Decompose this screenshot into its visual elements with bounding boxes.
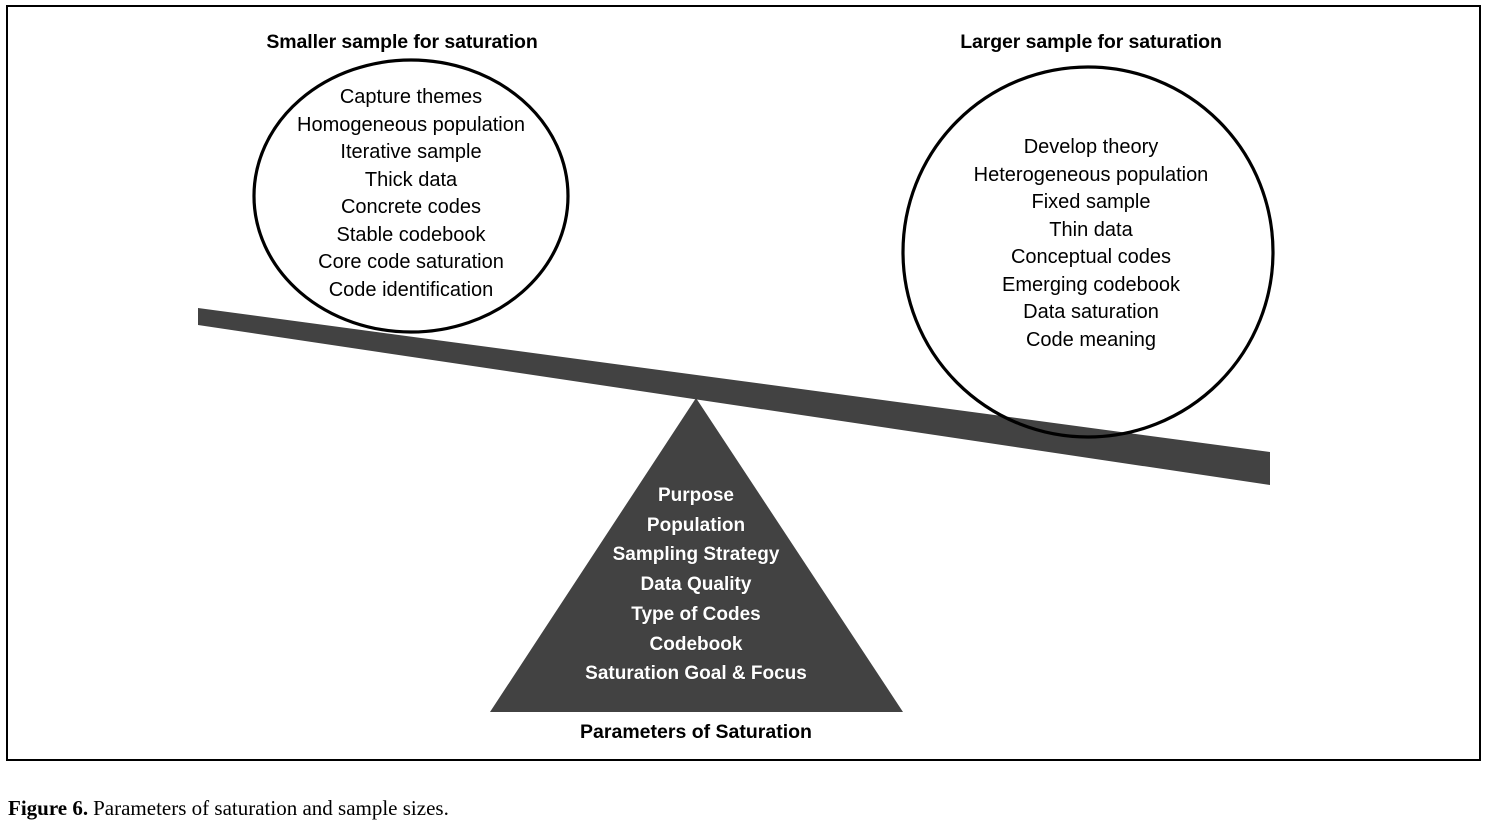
figure-caption-text: Parameters of saturation and sample size… <box>93 796 449 820</box>
left-balloon-item: Homogeneous population <box>297 113 525 136</box>
left-balloon-item: Concrete codes <box>340 196 482 218</box>
right-balloon-item: Develop theory <box>1023 136 1159 158</box>
right-balloon-item: Code meaning <box>1025 328 1157 351</box>
right-balloon-item: Emerging codebook <box>1002 273 1180 296</box>
left-balloon-item: Code identification <box>328 278 494 301</box>
fulcrum-item: Data Quality <box>640 574 752 596</box>
right-balloon-item: Heterogeneous population <box>973 163 1209 186</box>
fulcrum-item-list: Purpose Population Sampling Strategy Dat… <box>585 481 807 689</box>
right-balloon-heading: Larger sample for saturation <box>960 31 1222 53</box>
fulcrum-item: Saturation Goal & Focus <box>585 663 807 685</box>
right-balloon-item: Thin data <box>1049 218 1133 241</box>
fulcrum-item: Sampling Strategy <box>612 544 780 566</box>
fulcrum-item: Codebook <box>649 633 743 655</box>
right-balloon-item: Fixed sample <box>1031 191 1151 213</box>
figure-caption-number: Figure 6. <box>8 796 89 820</box>
left-balloon-heading: Smaller sample for saturation <box>266 31 538 53</box>
right-balloon-item: Data saturation <box>1023 301 1159 323</box>
left-balloon-item: Iterative sample <box>340 141 482 163</box>
left-balloon-item: Stable codebook <box>336 223 486 246</box>
figure-caption: Figure 6.Parameters of saturation and sa… <box>8 796 449 821</box>
left-balloon-item: Thick data <box>364 168 458 191</box>
fulcrum-label: Parameters of Saturation <box>580 721 812 743</box>
left-balloon-item: Capture themes <box>339 86 483 108</box>
right-balloon-item: Conceptual codes <box>1010 246 1172 268</box>
fulcrum-item: Population <box>646 514 746 536</box>
left-balloon-item: Core code saturation <box>318 251 504 273</box>
left-balloon-item-list: Capture themes Homogeneous population It… <box>297 84 525 304</box>
fulcrum-item: Type of Codes <box>631 603 761 625</box>
fulcrum-item: Purpose <box>657 485 735 506</box>
right-balloon-item-list: Develop theory Heterogeneous population … <box>974 134 1209 354</box>
